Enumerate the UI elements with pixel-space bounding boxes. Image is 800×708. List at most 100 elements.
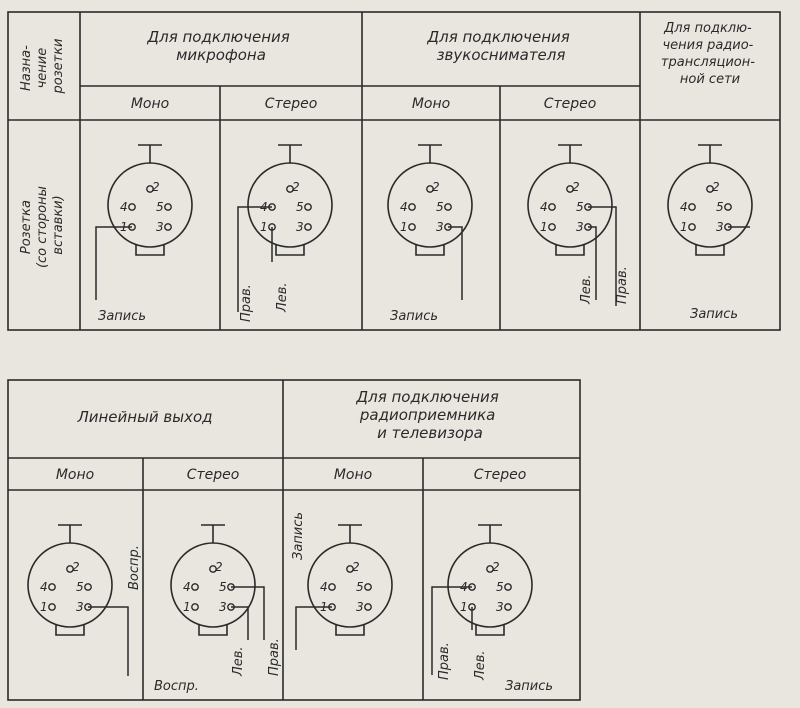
pin-number-label: 1 <box>260 220 268 234</box>
pin-number-label: 2 <box>712 180 720 194</box>
wire-lead <box>431 586 472 675</box>
wire-label-line-stereo-left: Лев. <box>231 646 246 677</box>
pin-number-label: 3 <box>156 220 164 234</box>
pin-number-label: 2 <box>152 180 160 194</box>
wire-lead <box>588 226 597 300</box>
pin-number-label: 2 <box>292 180 300 194</box>
pin-number-label: 3 <box>356 600 364 614</box>
mode-header-pickup-mono: Моно <box>412 96 450 112</box>
wire-label-pickup-stereo-left: Лев. <box>579 274 594 305</box>
wire-lead <box>237 206 272 312</box>
mode-header-mic-stereo: Стерео <box>265 96 318 112</box>
pin-number-label: 1 <box>460 600 468 614</box>
wire-label-radio-stereo-right: Прав. <box>437 642 452 680</box>
pin-contact <box>504 603 512 611</box>
pin-number-label: 3 <box>219 600 227 614</box>
pin-number-label: 5 <box>219 580 227 594</box>
pin-contact <box>566 185 574 193</box>
pin-contact <box>346 565 354 573</box>
pin-number-label: 5 <box>356 580 364 594</box>
pin-contact <box>84 583 92 591</box>
pin-number-label: 1 <box>183 600 191 614</box>
pin-contact <box>548 203 556 211</box>
wire-label-line-stereo-right: Прав. <box>267 638 282 676</box>
wire-label-radio-stereo-record: Запись <box>505 679 553 694</box>
pin-contact <box>164 223 172 231</box>
pin-number-label: 5 <box>496 580 504 594</box>
pin-contact <box>128 203 136 211</box>
wire-leads <box>88 206 750 676</box>
pin-contact <box>304 223 312 231</box>
pin-contact <box>504 583 512 591</box>
wire-label-mic-stereo-right: Прав. <box>239 284 254 322</box>
pin-contact <box>706 185 714 193</box>
wire-lead <box>295 606 332 650</box>
group-title-pickup: Для подключения звукоснимателя <box>426 28 574 64</box>
pin-contact <box>364 583 372 591</box>
pin-contact <box>408 203 416 211</box>
pin-number-label: 1 <box>400 220 408 234</box>
pin-contact <box>328 583 336 591</box>
mode-header-radio-mono: Моно <box>334 467 372 483</box>
group-title-radio-tv: Для подключения радиоприемника и телевиз… <box>355 388 503 442</box>
wire-lead <box>88 606 129 676</box>
pin-number-label: 2 <box>492 560 500 574</box>
pin-number-label: 3 <box>436 220 444 234</box>
mode-header-radio-stereo: Стерео <box>474 467 527 483</box>
pin-contact <box>724 203 732 211</box>
pin-number-label: 3 <box>576 220 584 234</box>
top-table-grid <box>7 11 781 331</box>
group-title-radio-network: Для подклю- чения радио- трансляцион- но… <box>661 21 759 87</box>
socket-side-label: Розетка (со стороны вставки) <box>19 182 66 268</box>
pin-number-label: 5 <box>716 200 724 214</box>
mode-header-pickup-stereo: Стерео <box>544 96 597 112</box>
pin-contact <box>48 583 56 591</box>
pin-contact <box>48 603 56 611</box>
pin-contact <box>548 223 556 231</box>
pin-number-label: 2 <box>432 180 440 194</box>
pin-number-label: 5 <box>436 200 444 214</box>
wire-lead <box>231 606 249 640</box>
pin-number-label: 5 <box>296 200 304 214</box>
pin-contact <box>364 603 372 611</box>
pin-number-label: 4 <box>540 200 548 214</box>
wire-label-radio-stereo-left: Лев. <box>473 650 488 681</box>
pin-number-label: 3 <box>76 600 84 614</box>
pin-contact <box>146 185 154 193</box>
pin-contact <box>408 223 416 231</box>
pin-number-label: 2 <box>215 560 223 574</box>
wire-lead <box>588 206 617 306</box>
pin-number-label: 1 <box>680 220 688 234</box>
wire-label-pickup-stereo-right: Прав. <box>615 266 630 304</box>
pin-number-label: 4 <box>40 580 48 594</box>
wire-lead <box>231 586 265 640</box>
pin-number-label: 1 <box>540 220 548 234</box>
mode-header-mic-mono: Моно <box>131 96 169 112</box>
pin-number-label: 4 <box>400 200 408 214</box>
pin-number-label: 4 <box>120 200 128 214</box>
pin-contact <box>66 565 74 573</box>
pin-contact <box>191 603 199 611</box>
pin-number-label: 4 <box>680 200 688 214</box>
bottom-table-grid <box>7 379 581 701</box>
wire-label-line-mono-playback: Воспр. <box>127 545 142 590</box>
pin-number-label: 3 <box>296 220 304 234</box>
mode-header-line-stereo: Стерео <box>187 467 240 483</box>
pin-number-label: 4 <box>320 580 328 594</box>
pin-contact <box>209 565 217 573</box>
group-title-microphone: Для подключения микрофона <box>146 28 294 64</box>
wire-label-radio-network-record: Запись <box>690 307 738 322</box>
wire-label-line-stereo-playback: Воспр. <box>154 679 199 694</box>
pin-number-label: 2 <box>572 180 580 194</box>
pin-number-label: 5 <box>156 200 164 214</box>
pin-contact <box>444 203 452 211</box>
